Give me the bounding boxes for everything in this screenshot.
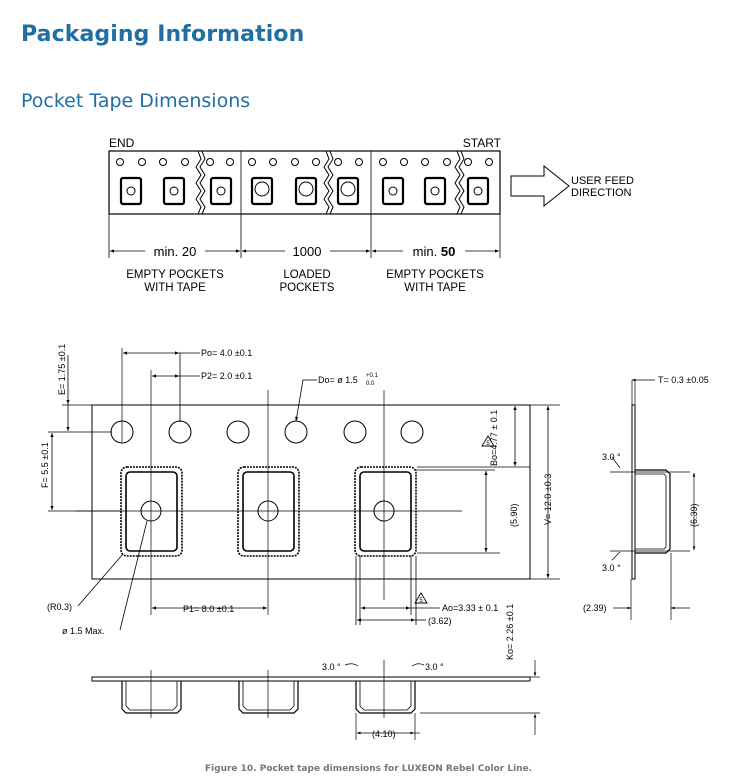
dim-bo-warning: 5 — [486, 441, 490, 447]
dim-v: V= 12.0 ±0.3 — [543, 474, 553, 525]
dim-side-angle-top: 3.0 ° — [602, 452, 621, 462]
seg-right-line1: EMPTY POCKETS — [386, 269, 484, 281]
dim-do-main: Do= ø 1.5 — [318, 375, 358, 385]
seg-right-count: min. 50 — [413, 244, 456, 259]
seg-left-line2: WITH TAPE — [144, 282, 206, 294]
dim-r: (R0.3) — [47, 602, 72, 612]
dim-po: Po= 4.0 ±0.1 — [201, 348, 252, 358]
dim-side-angle-bottom: 3.0 ° — [602, 563, 621, 573]
page-heading: Packaging Information — [21, 22, 305, 47]
dim-pocket-width: (4.10) — [372, 729, 396, 739]
dim-ao: Ao=3.33 ± 0.1 — [442, 603, 498, 613]
dim-p2: P2= 2.0 ±0.1 — [201, 371, 252, 381]
dim-t: T= 0.3 ±0.05 — [658, 375, 709, 385]
dim-do: Do= ø 1.5 — [318, 375, 358, 385]
end-label: END — [109, 136, 135, 150]
tape-side-view — [610, 378, 696, 620]
start-label: START — [463, 136, 502, 150]
seg-right-prefix: min. — [413, 244, 438, 259]
seg-left-count: min. 20 — [154, 244, 197, 259]
tape-cross-section — [91, 660, 540, 740]
feed-direction-line1: USER FEED — [571, 175, 634, 187]
figure-caption: Figure 10. Pocket tape dimensions for LU… — [204, 764, 533, 774]
dim-side-ref: (6.39) — [689, 503, 699, 527]
dim-e: E= 1.75 ±0.1 — [57, 344, 67, 395]
dim-ao-ref: (3.62) — [428, 616, 452, 626]
dim-ao-warning: 5 — [419, 598, 423, 604]
seg-right-value: 50 — [441, 244, 455, 259]
dim-do-tol-top: +0.1 — [366, 373, 379, 379]
seg-mid-line2: POCKETS — [280, 282, 335, 294]
tape-overview — [108, 150, 570, 258]
dim-ko: Ko= 2.26 ±0.1 — [505, 604, 515, 660]
feed-direction-line2: DIRECTION — [571, 187, 632, 199]
seg-mid-count: 1000 — [293, 244, 322, 259]
seg-right-line2: WITH TAPE — [404, 282, 466, 294]
dim-bo: Bo=4.77 ± 0.1 — [489, 410, 499, 466]
dim-side-width: (2.39) — [583, 603, 607, 613]
section-heading: Pocket Tape Dimensions — [21, 90, 251, 112]
dim-p1: P1= 8.0 ±0.1 — [183, 604, 234, 614]
seg-mid-line1: LOADED — [283, 269, 330, 281]
dim-f: F= 5.5 ±0.1 — [40, 442, 50, 488]
dim-bottom-angle-left: 3.0 ° — [322, 662, 341, 672]
seg-left-line1: EMPTY POCKETS — [126, 269, 224, 281]
dim-do-tol-bot: 0.0 — [366, 381, 375, 387]
dim-bo-ref: (5.90) — [509, 503, 519, 527]
dim-hole: ø 1.5 Max. — [62, 626, 105, 636]
tape-top-view — [48, 348, 560, 631]
dim-bottom-angle-right: 3.0 ° — [425, 662, 444, 672]
